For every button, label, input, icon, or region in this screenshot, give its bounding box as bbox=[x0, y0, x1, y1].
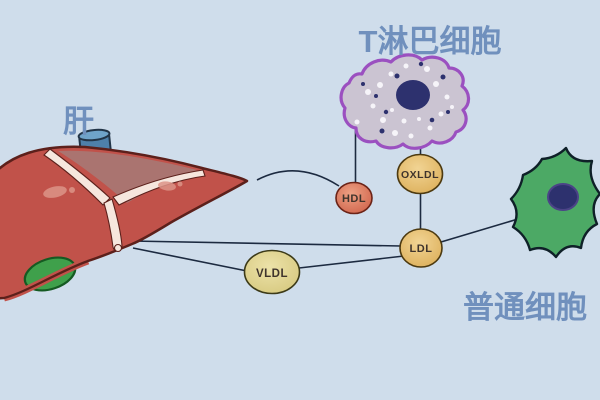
oxldl-label: OXLDL bbox=[401, 169, 439, 181]
falciform-ligament bbox=[43, 148, 206, 253]
normal-cell bbox=[509, 146, 600, 259]
t-cell-granules bbox=[361, 61, 450, 134]
vldl-label: VLDL bbox=[256, 268, 288, 280]
connector-vldl-ldl bbox=[298, 255, 405, 269]
normal-cell-label: 普通细胞 bbox=[463, 290, 587, 325]
vldl-particle: VLDL bbox=[243, 249, 301, 295]
hdl-label: HDL bbox=[342, 193, 366, 205]
liver-back-lobe bbox=[58, 150, 197, 203]
t-lymphocyte-label: T淋巴细胞 bbox=[359, 24, 502, 59]
normal-cell-nucleus bbox=[547, 183, 579, 211]
oxldl-particle: OXLDL bbox=[396, 153, 444, 195]
ldl-label: LDL bbox=[410, 243, 433, 255]
ldl-particle: LDL bbox=[399, 228, 443, 268]
hdl-particle: HDL bbox=[335, 181, 373, 215]
lipoprotein-nodes: HDL OXLDL LDL VLDL bbox=[243, 153, 444, 295]
connector-ldl-normal-cell bbox=[440, 218, 519, 243]
liver-illustration bbox=[0, 128, 249, 302]
t-lymphocyte-cell bbox=[339, 53, 471, 150]
connector-liver-vldl bbox=[132, 247, 248, 272]
liver-highlights bbox=[43, 181, 183, 198]
liver-label: 肝 bbox=[63, 104, 94, 139]
connector-liver-hdl bbox=[256, 170, 340, 187]
connector-liver-ldl bbox=[130, 240, 402, 247]
liver-edge-outline bbox=[2, 259, 90, 300]
t-cell-nucleus bbox=[396, 80, 430, 110]
t-cell-vesicles bbox=[354, 63, 454, 139]
